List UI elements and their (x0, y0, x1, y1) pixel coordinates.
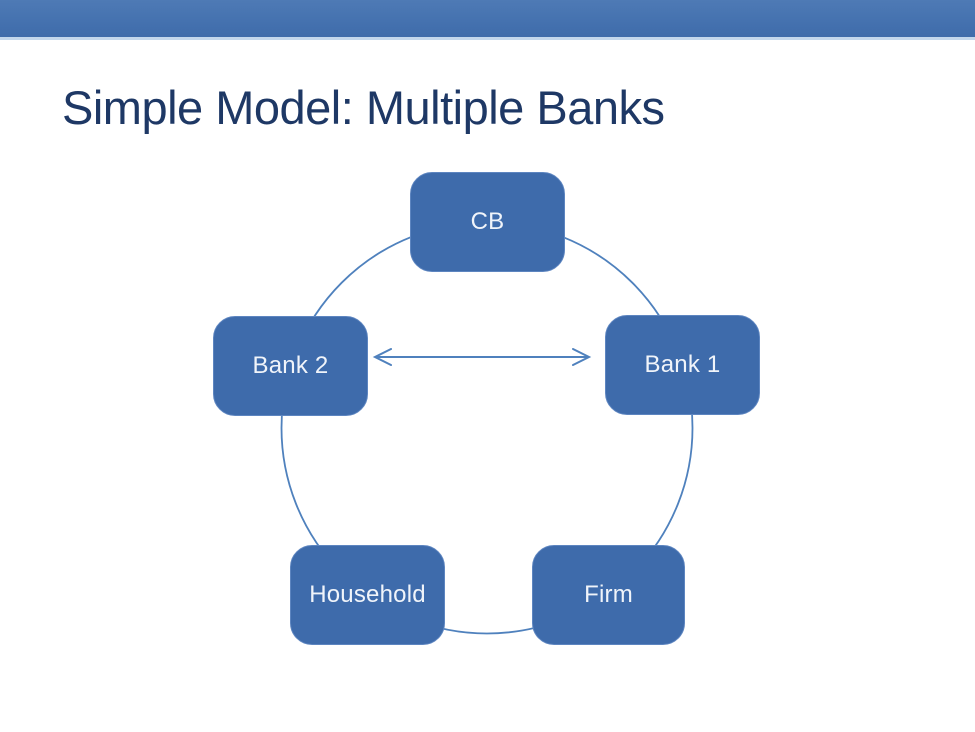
node-household: Household (290, 545, 445, 645)
arrowhead-right (572, 348, 592, 366)
node-label: Bank 1 (644, 351, 721, 378)
slide-title: Simple Model: Multiple Banks (62, 81, 665, 134)
node-bank2: Bank 2 (213, 316, 368, 416)
node-label: Firm (584, 581, 633, 608)
node-firm: Firm (532, 545, 685, 645)
node-label: Bank 2 (252, 352, 329, 379)
node-label: CB (470, 208, 505, 235)
slide-header-bar (0, 0, 975, 40)
interbank-arrow (372, 348, 592, 366)
node-cb: CB (410, 172, 565, 272)
node-label: Household (309, 581, 426, 608)
node-bank1: Bank 1 (605, 315, 760, 415)
arrowhead-left (372, 348, 392, 366)
